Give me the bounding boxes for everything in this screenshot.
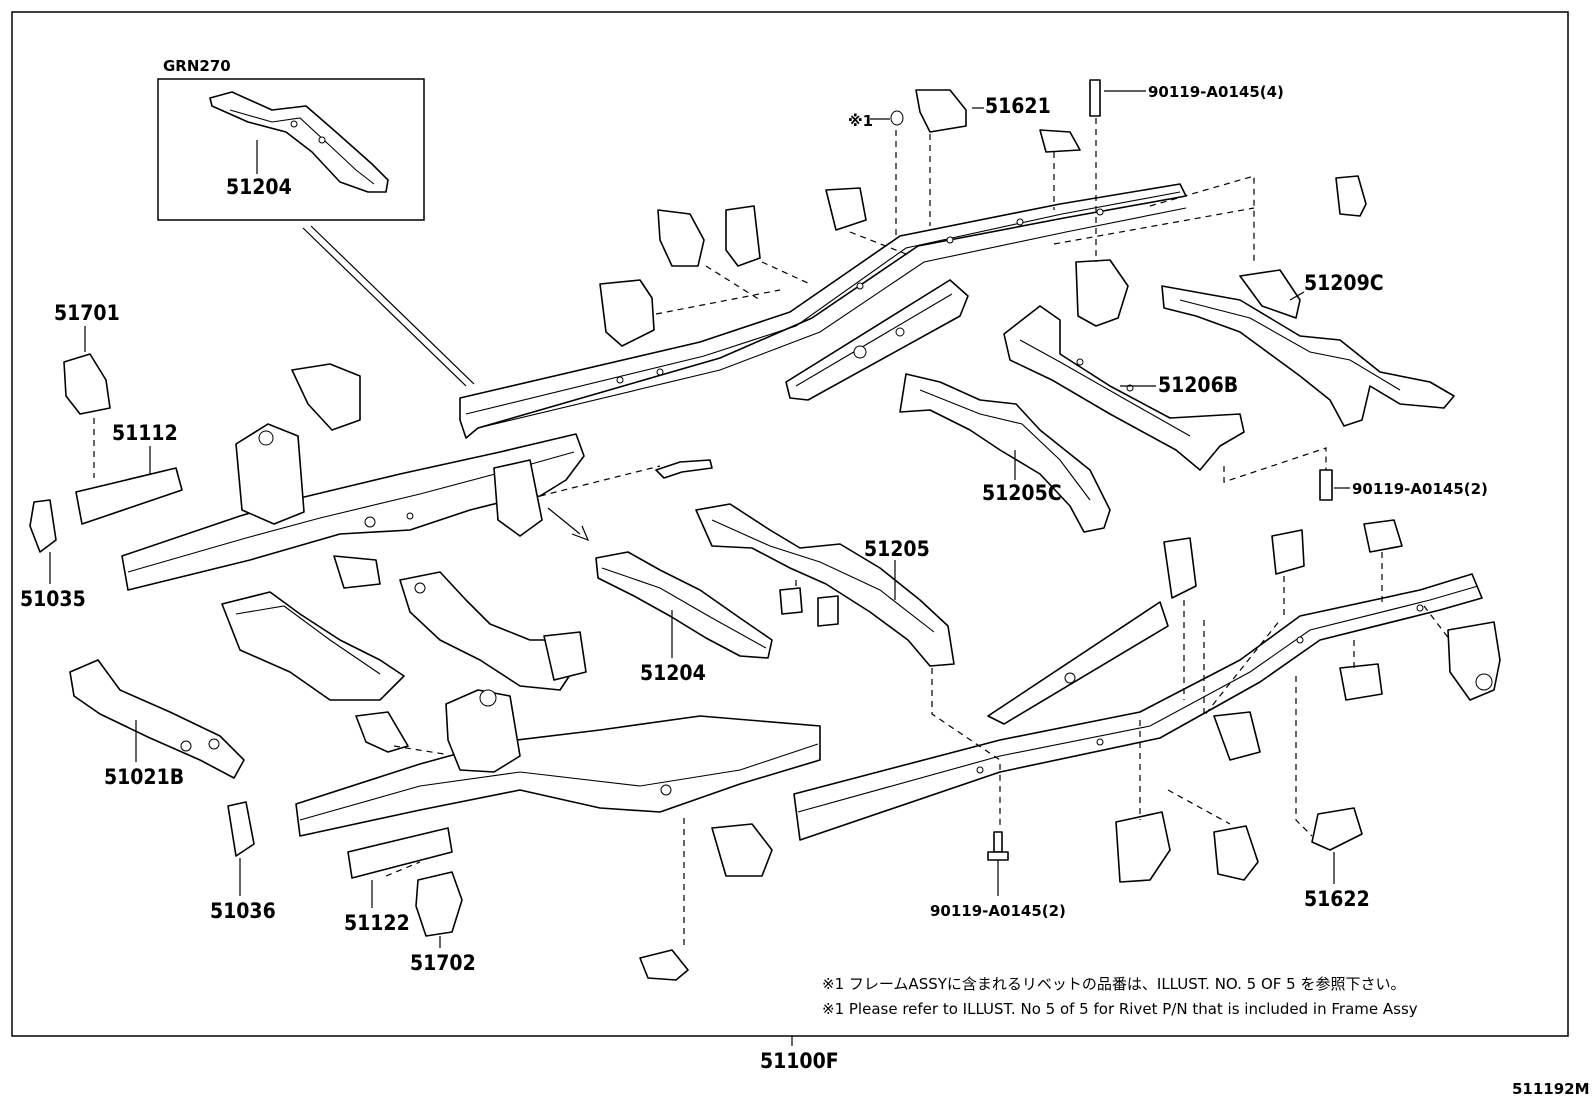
label-51209c: 51209C (1304, 271, 1384, 295)
mid-left-parts (221, 571, 587, 701)
note-japanese: ※1 フレームASSYに含まれるリベットの品番は、ILLUST. NO. 5 O… (822, 975, 1406, 993)
label-51622: 51622 (1304, 887, 1370, 911)
label-51206b: 51206B (1158, 373, 1238, 397)
label-51702: 51702 (410, 951, 476, 975)
crossmember-51206b: 51206B (1003, 305, 1245, 471)
label-bolt-top: 90119-A0145(4) (1148, 83, 1284, 101)
illustration-id: 511192M (1512, 1080, 1590, 1098)
label-51701: 51701 (54, 301, 120, 325)
crossmember-51209c: 51209C (1161, 269, 1455, 427)
label-51036: 51036 (210, 899, 276, 923)
left-parts-bottom: 51021B 51036 (69, 659, 276, 923)
upper-dashed-leaders (655, 118, 1255, 315)
label-51021b: 51021B (104, 765, 184, 789)
upper-crossmember (785, 279, 969, 401)
upper-frame-rail (459, 183, 1187, 439)
label-bolt-bottom: 90119-A0145(2) (930, 902, 1066, 920)
label-51205c: 51205C (982, 481, 1062, 505)
diagram-border (11, 11, 1569, 1037)
left-frame-arrow-dash (539, 465, 661, 497)
label-51035: 51035 (20, 587, 86, 611)
label-51205: 51205 (864, 537, 930, 561)
inset-grn270: GRN270 51204 (157, 57, 475, 387)
right-bolt: 90119-A0145(2) (1223, 447, 1488, 501)
lower-left-brackets: 51122 51702 (344, 827, 476, 975)
lower-left-frame (295, 689, 821, 981)
u-bolt-small (655, 459, 713, 479)
crossmember-51205: 51205 (695, 503, 955, 667)
left-upper-frame (121, 423, 585, 591)
note-english: ※1 Please refer to ILLUST. No 5 of 5 for… (822, 1000, 1418, 1018)
marker-1: ※1 (848, 112, 873, 130)
left-parts-top: 51701 51112 51035 (20, 301, 183, 611)
lower-right-rail (793, 573, 1483, 841)
bottom-bolt: 90119-A0145(2) (930, 831, 1066, 920)
upper-brackets: ※1 51621 90119-A0145(4) (291, 79, 1367, 431)
lower-right-brackets: 51622 (795, 519, 1501, 911)
label-bolt-right: 90119-A0145(2) (1352, 480, 1488, 498)
label-51112: 51112 (112, 421, 178, 445)
label-51204: 51204 (640, 661, 706, 685)
crossmember-51205c: 51205C (899, 373, 1111, 533)
label-51204-inset: 51204 (226, 175, 292, 199)
label-51122: 51122 (344, 911, 410, 935)
left-frame-arrow (547, 507, 590, 542)
crossmember-51204: 51204 (595, 551, 773, 685)
main-part-number: 51100F (760, 1049, 839, 1073)
variant-label: GRN270 (163, 57, 231, 75)
label-51621: 51621 (985, 94, 1051, 118)
